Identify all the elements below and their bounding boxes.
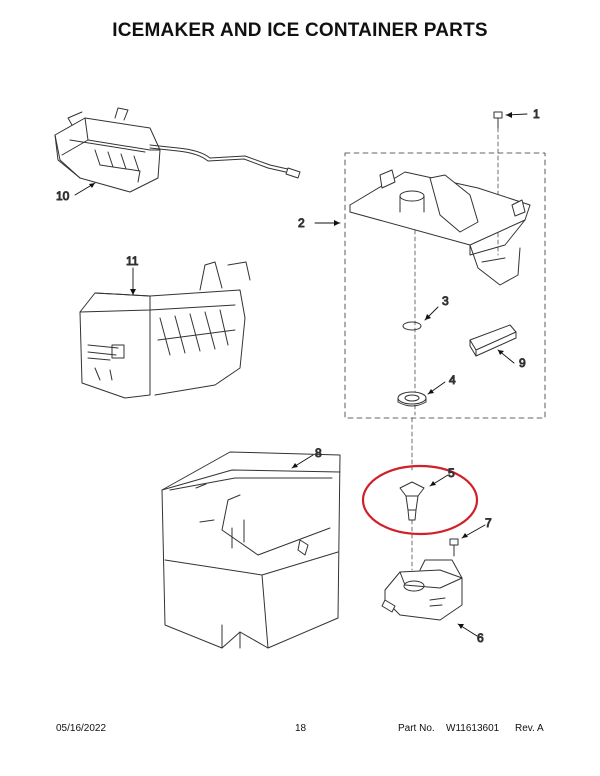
callout-7: 7 xyxy=(485,516,492,530)
callout-arrowheads xyxy=(89,112,512,629)
callout-11: 11 xyxy=(126,254,139,268)
icemaker-10 xyxy=(54,107,301,193)
callout-4: 4 xyxy=(449,373,456,387)
callout-10: 10 xyxy=(56,189,70,203)
callout-9: 9 xyxy=(519,356,526,370)
footer-revision: Rev. A xyxy=(515,723,544,734)
screw-7 xyxy=(449,538,459,557)
highlight-circle xyxy=(361,464,479,536)
footer-page-number: 18 xyxy=(295,723,307,734)
callout-5: 5 xyxy=(448,466,455,480)
footer-part-number: W11613601 xyxy=(446,723,500,734)
callout-2: 2 xyxy=(298,216,305,230)
auger-motor-6 xyxy=(381,559,463,621)
callout-1: 1 xyxy=(533,107,540,121)
o-ring-3 xyxy=(402,321,422,331)
footer-part-label: Part No. xyxy=(398,723,435,734)
callout-8: 8 xyxy=(315,446,322,460)
ice-bin-8 xyxy=(161,451,341,649)
icemaker-11 xyxy=(79,261,251,399)
housing-2 xyxy=(349,169,531,416)
screw-1 xyxy=(493,111,503,256)
footer-date: 05/16/2022 xyxy=(56,723,107,734)
page-title: ICEMAKER AND ICE CONTAINER PARTS xyxy=(112,20,488,41)
pad-9 xyxy=(469,324,517,357)
coupler-5 xyxy=(399,417,425,571)
bearing-4 xyxy=(397,391,427,407)
callout-6: 6 xyxy=(477,631,484,645)
callout-3: 3 xyxy=(442,294,449,308)
